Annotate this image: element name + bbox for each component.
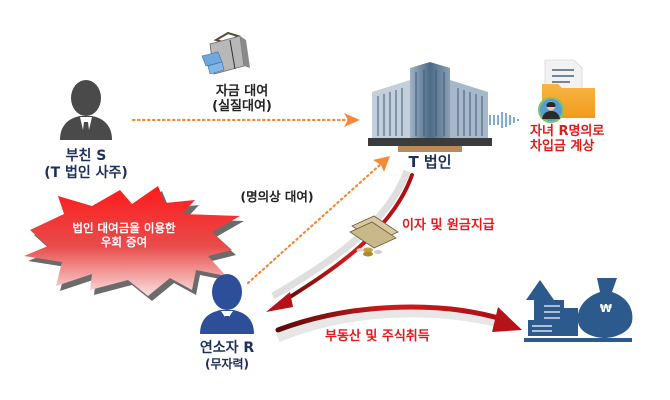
folder-person-icon (538, 59, 595, 123)
minor-name: 연소자 R (199, 340, 255, 356)
record-line1: 자녀 R명의로 (530, 124, 605, 139)
edge-label-asset-acquisition: 부동산 및 주식취득 (325, 329, 430, 344)
edge-label-interest-principal: 이자 및 원금지급 (402, 218, 495, 233)
record-line2: 차입금 계상 (530, 139, 595, 155)
edge-label-fund-loan-line1: 자금 대여 (215, 84, 269, 99)
edge-father-to-company (131, 113, 360, 127)
callout-line1: 법인 대여금을 이용한 (72, 221, 176, 235)
edge-label-nominal-loan: (명의상 대여) (240, 189, 314, 204)
edge-label-fund-loan-line2: (실질대여) (212, 99, 272, 115)
edge-label-fund-loan: 자금 대여 (실질대여) (192, 84, 292, 115)
father-role: (T 법인 사주) (44, 164, 128, 181)
callout-starburst (24, 186, 244, 301)
node-record: 자녀 R명의로 차입금 계상 (530, 124, 630, 155)
minor-person-icon (200, 274, 254, 334)
edge-minor-to-company (246, 156, 390, 285)
cash-coins-icon (349, 215, 399, 257)
arrowhead-icon (266, 292, 293, 312)
father-person-icon (60, 80, 112, 140)
arrowhead-icon (344, 113, 360, 127)
node-company: T 법인 (380, 153, 480, 172)
edge-company-to-minor (266, 169, 414, 312)
real-estate-money-bag-icon (524, 278, 633, 342)
arrowhead-icon (373, 156, 390, 172)
briefcase-money-icon (201, 31, 250, 75)
minor-role: (무자력) (204, 356, 250, 371)
edge-minor-to-assets (275, 304, 522, 343)
callout-text: 법인 대여금을 이용한 우회 증여 (54, 221, 194, 249)
callout-line2: 우회 증여 (100, 234, 148, 249)
company-name: T 법인 (408, 153, 452, 171)
office-building-icon (368, 62, 492, 152)
won-symbol: ₩ (599, 302, 613, 315)
father-name: 부친 S (65, 148, 107, 164)
node-father: 부친 S (T 법인 사주) (36, 148, 136, 181)
arrowhead-icon (492, 307, 522, 332)
node-minor: 연소자 R (무자력) (177, 340, 277, 371)
